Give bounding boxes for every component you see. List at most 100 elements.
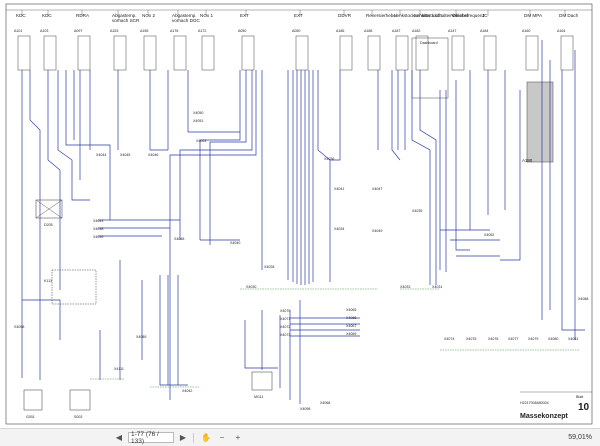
connector-block: [77, 35, 91, 71]
node-x4111: X4111: [114, 367, 124, 371]
node-x4034: X4034: [334, 227, 344, 231]
column-title: DDVR: [338, 13, 352, 18]
node-x4046: X4046: [148, 153, 158, 157]
connector-id: A176: [170, 29, 178, 33]
hand-tool-icon[interactable]: ✋: [201, 433, 211, 442]
column-title: vorhach SCR: [112, 18, 140, 23]
k113-label: K113: [44, 279, 52, 283]
connector-block: [415, 35, 429, 71]
s003-label: S003: [74, 415, 82, 419]
zoom-out-icon[interactable]: −: [219, 433, 225, 442]
connector-block: [339, 35, 353, 71]
column-title: EXT: [294, 13, 303, 18]
node-x4035: X4035: [412, 209, 422, 213]
node-x4058: X4058: [14, 325, 24, 329]
blatt-label: Blatt: [576, 395, 583, 399]
connector-block: [525, 35, 539, 71]
k113-relay: [51, 269, 97, 305]
node-x4031: X4031: [432, 285, 442, 289]
connector-id: A147: [448, 29, 456, 33]
connector-block: [395, 35, 409, 71]
mg11-motor: [251, 371, 273, 391]
connector-id: A050: [292, 29, 300, 33]
zoom-level[interactable]: 59,01%: [568, 434, 592, 441]
node-x4030: X4030: [246, 285, 256, 289]
viewer-toolbar: ◀ 1-77 (76 / 133) ▶ ✋ − + 59,01%: [0, 428, 600, 446]
connector-block: [295, 35, 309, 71]
zoom-in-icon[interactable]: +: [235, 433, 241, 442]
node-x4065: X4065: [346, 308, 356, 312]
s003-switch: [69, 389, 91, 411]
column-title: Abtriebsfrequenz: [450, 13, 485, 18]
doc-id: H2217008480004: [520, 401, 549, 405]
node-x4043: X4043: [93, 219, 103, 223]
next-page-icon[interactable]: ▶: [179, 433, 187, 442]
g001-label: G001: [26, 415, 35, 419]
column-title: NOx 2: [142, 13, 155, 18]
node-x4049: X4049: [372, 229, 382, 233]
connector-id: A164: [557, 29, 565, 33]
node-x4075: X4075: [466, 337, 476, 341]
connector-id: A172: [198, 29, 206, 33]
connector-block: [201, 35, 215, 71]
connector-id: A160: [522, 29, 530, 33]
node-x4068: X4068: [320, 401, 330, 405]
connector-id: A101: [14, 29, 22, 33]
ecu-box: [526, 81, 554, 163]
connector-block: [483, 35, 497, 71]
previous-page-icon[interactable]: ◀: [115, 433, 123, 442]
column-title: vorhach DOC: [172, 18, 201, 23]
node-x4070: X4070: [280, 309, 290, 313]
node-x4040: X4040: [230, 241, 240, 245]
g001-battery: [23, 389, 43, 411]
dashboard-box: [411, 37, 449, 99]
node-x4069: X4069: [346, 332, 356, 336]
connector-block: [173, 35, 187, 71]
node-x4050: X4050: [193, 111, 203, 115]
node-x4098: X4098: [300, 407, 310, 411]
node-x4033: X4033: [400, 285, 410, 289]
node-x4047: X4047: [372, 187, 382, 191]
node-x4076: X4076: [488, 337, 498, 341]
node-x4045: X4045: [120, 153, 130, 157]
column-headers: KDCA101KDCA103RDRAA097Abgastemp.vorhach …: [14, 10, 579, 33]
node-x4036: X4036: [324, 157, 334, 161]
connector-block: [560, 35, 574, 71]
node-x4048: X4048: [174, 237, 184, 241]
column-title: Lenkstockschalter Licht: [394, 13, 442, 18]
node-x4041: X4041: [334, 187, 344, 191]
connector-block: [241, 35, 255, 71]
column-title: Reversierhebel: [366, 13, 397, 18]
node-x4044: X4044: [96, 153, 106, 157]
column-title: Abgastemp.: [112, 13, 137, 18]
column-title: DM Dach: [559, 13, 579, 18]
column-title: KDC: [42, 13, 52, 18]
node-x4052: X4052: [484, 233, 494, 237]
connector-blocks: [17, 35, 574, 71]
connector-block: [143, 35, 157, 71]
toolbar-divider: [193, 432, 194, 443]
connector-id: A050: [238, 29, 246, 33]
sheet-number: 10: [578, 402, 590, 413]
node-x4053: X4053: [196, 139, 206, 143]
column-title: DM MPA: [524, 13, 543, 18]
connector-id: A097: [74, 29, 82, 33]
d205-label: D205: [44, 223, 53, 227]
d205-relay: [35, 199, 63, 219]
column-title: JC: [482, 13, 488, 18]
column-title: Abgastemp.: [172, 13, 197, 18]
connector-block: [451, 35, 465, 71]
column-title: KDC: [16, 13, 26, 18]
page-number-field[interactable]: 1-77 (76 / 133): [128, 431, 174, 445]
node-x4089: X4089: [136, 335, 146, 339]
node-x4073: X4073: [280, 333, 290, 337]
connector-block: [17, 35, 31, 71]
mg11-label: MG11: [254, 395, 264, 399]
node-x4088: X4088: [578, 297, 588, 301]
column-title: RDRA: [76, 13, 90, 18]
node-x4038: X4038: [93, 227, 103, 231]
node-x4081: X4081: [568, 337, 578, 341]
node-x4066: X4066: [346, 316, 356, 320]
connector-block: [367, 35, 381, 71]
node-x4071: X4071: [280, 317, 290, 321]
